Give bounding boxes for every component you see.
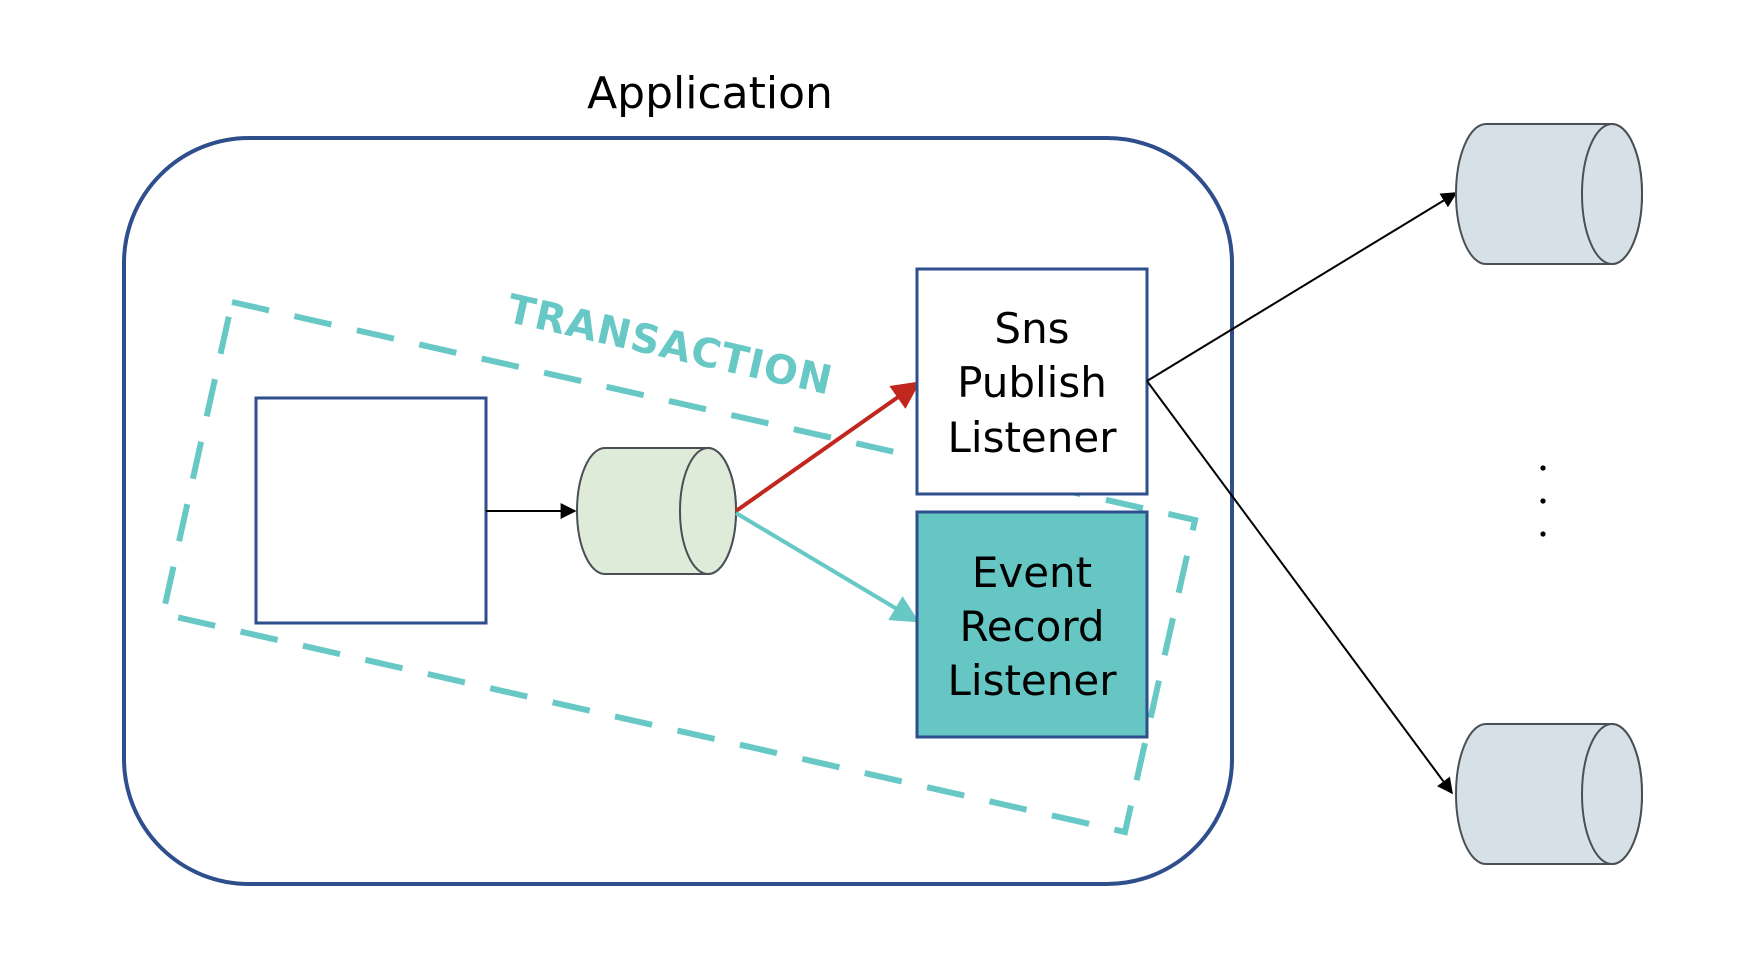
queue-to-sns-publish-arrow (734, 381, 921, 513)
ellipsis-dot (1540, 465, 1546, 471)
sns-to-top-queue-arrow (1146, 192, 1458, 382)
event-record-listener-box (915, 510, 1149, 739)
external-queue-bottom-cylinder (1455, 723, 1643, 865)
queue-to-event-record-arrow (734, 511, 920, 623)
sns-publish-listener-line-2: Publish (957, 358, 1107, 407)
source-component-box (254, 396, 488, 625)
transaction-boundary (159, 298, 1199, 836)
sns-publish-listener: Sns Publish Listener (915, 267, 1149, 496)
more-queues-ellipsis (1540, 465, 1546, 537)
sns-to-bottom-queue-arrow (1146, 380, 1453, 795)
application-title: Application (587, 68, 833, 119)
ellipsis-dot (1540, 531, 1546, 537)
event-record-listener-line-3: Listener (948, 656, 1118, 705)
local-event-queue-cylinder (576, 447, 737, 575)
ellipsis-dot (1540, 498, 1546, 504)
external-queue-top-cylinder (1455, 123, 1643, 265)
event-record-listener-line-2: Record (959, 602, 1104, 651)
sns-publish-listener-line-1: Sns (994, 304, 1069, 353)
event-record-listener-line-1: Event (972, 548, 1092, 597)
sns-publish-listener-line-3: Listener (948, 413, 1118, 462)
event-record-listener: Event Record Listener (915, 510, 1149, 739)
